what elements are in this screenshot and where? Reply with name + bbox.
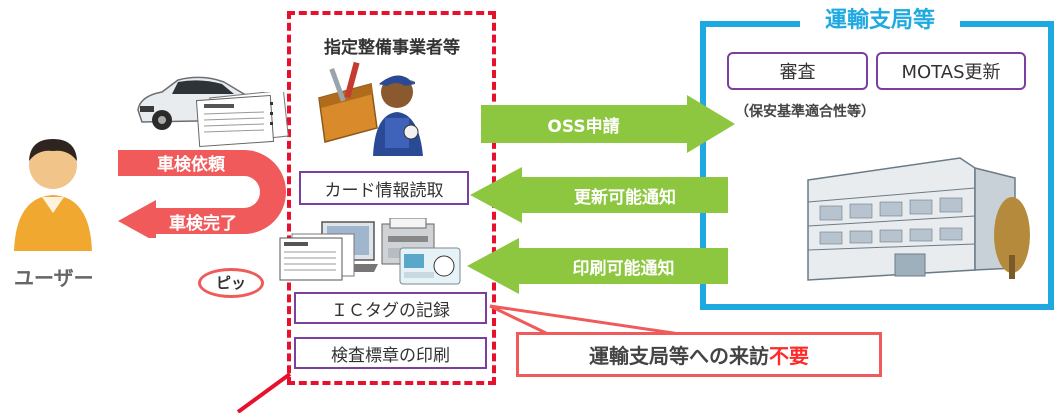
certificate-icon — [195, 92, 289, 148]
ic-card-icon — [399, 247, 461, 285]
user-label: ユーザー — [14, 266, 94, 290]
operator-title: 指定整備事業者等 — [324, 38, 460, 58]
renewal-notice-label: 更新可能通知 — [574, 187, 676, 208]
request-label: 車検依頼 — [157, 154, 225, 175]
user-icon — [14, 139, 92, 251]
bureau-title: 運輸支局等 — [800, 6, 960, 36]
complete-label: 車検完了 — [169, 213, 237, 234]
oss-label: OSS申請 — [547, 116, 620, 137]
renewal-notice-arrow — [470, 167, 728, 223]
beep-label: ピッ — [215, 274, 246, 292]
office-building-icon — [807, 157, 1030, 281]
review-box: 審査 — [727, 52, 868, 90]
red-uturn-arrow — [118, 150, 286, 238]
no-visit-text: 運輸支局等への来訪 — [589, 344, 769, 368]
print-notice-arrow — [467, 238, 728, 294]
card-read-box: カード情報読取 — [299, 171, 469, 205]
no-visit-emphasis: 不要 — [769, 344, 809, 368]
certificate-icon — [279, 233, 355, 281]
sticker-print-box: 検査標章の印刷 — [294, 337, 487, 369]
beep-bubble — [198, 268, 264, 298]
print-notice-label: 印刷可能通知 — [572, 258, 675, 279]
no-visit-box: 運輸支局等への来訪不要 — [516, 332, 882, 377]
mechanic-icon — [318, 61, 423, 156]
bureau-note: （保安基準適合性等） — [735, 104, 875, 120]
oss-arrow — [481, 95, 735, 153]
motas-update-box: MOTAS更新 — [876, 52, 1026, 90]
ic-tag-box: ＩＣタグの記録 — [294, 292, 487, 324]
